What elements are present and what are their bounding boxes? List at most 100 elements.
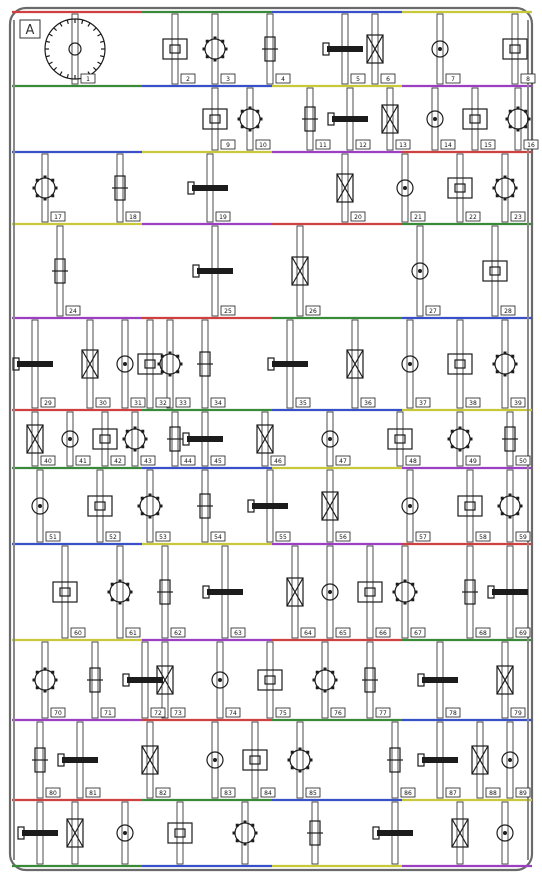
part-number-text: 45 — [214, 458, 222, 465]
part-number-text: 21 — [414, 214, 422, 221]
part-number: 37 — [415, 397, 431, 408]
part-number-box — [350, 211, 366, 222]
gate-stem — [501, 153, 509, 223]
part-shape — [321, 491, 339, 521]
gear-tooth — [43, 689, 47, 693]
bar-part — [422, 677, 458, 683]
gear-tooth — [495, 370, 499, 374]
cross-part — [336, 173, 354, 203]
part-number-box — [65, 305, 81, 316]
gear-tooth — [110, 598, 114, 602]
gear-tooth — [450, 429, 454, 433]
block-part-inset — [264, 675, 276, 685]
gear-tooth — [392, 590, 396, 594]
wheel-tick — [45, 55, 51, 58]
gear-tooth — [524, 109, 528, 113]
gear-tooth — [503, 197, 507, 201]
bar-part — [377, 830, 413, 836]
part-shape — [211, 671, 229, 689]
part-number-box — [50, 211, 66, 222]
round-part — [321, 430, 339, 448]
part-shape — [492, 351, 518, 377]
part-number-text: 82 — [159, 790, 167, 797]
gear-tooth — [403, 579, 407, 583]
part-number: 23 — [510, 211, 526, 222]
part-number-box — [500, 305, 516, 316]
gear-tooth — [156, 512, 160, 516]
part-number-text: 24 — [69, 308, 77, 315]
gear-tooth — [156, 496, 160, 500]
gear-tooth — [54, 186, 58, 190]
part-number-text: 11 — [319, 142, 327, 149]
gate-stem — [241, 801, 249, 865]
part-shape — [137, 353, 163, 375]
bar-part — [422, 757, 458, 763]
part-shape — [336, 173, 354, 203]
part-gate — [251, 721, 259, 799]
gate-stem — [146, 469, 154, 543]
part-number-text: 27 — [429, 308, 437, 315]
wheel-tick — [66, 73, 69, 79]
gear-tooth — [254, 831, 258, 835]
gate-stem — [41, 641, 49, 719]
part-shape — [457, 495, 483, 517]
gate-stem — [491, 225, 499, 317]
gate-stem — [396, 411, 404, 467]
gear-tooth — [500, 496, 504, 500]
gear-tooth — [514, 362, 518, 366]
part-number-text: 48 — [409, 458, 417, 465]
bar-part-end — [187, 181, 195, 195]
block-part — [447, 177, 473, 199]
sprue-frame — [8, 6, 534, 872]
gear-tooth — [51, 686, 55, 690]
part-gate — [396, 411, 404, 467]
part-shape — [81, 349, 99, 379]
part-number-text: 72 — [154, 710, 162, 717]
part-shape — [32, 175, 58, 201]
part-number-text: 33 — [179, 400, 187, 407]
bar-part — [197, 268, 233, 274]
gear-tooth — [516, 512, 520, 516]
part-shape — [501, 751, 519, 769]
part-number-text: 56 — [339, 534, 347, 541]
part-number-box — [215, 211, 231, 222]
part-shape — [287, 747, 313, 773]
part-shape — [447, 353, 473, 375]
part-number-box — [170, 627, 186, 638]
part-shape — [257, 669, 283, 691]
part-shape — [87, 667, 103, 693]
part-shape — [61, 430, 79, 448]
gear-tooth — [159, 504, 163, 508]
block-part — [137, 353, 163, 375]
part-gate — [296, 721, 304, 799]
part-number-box — [210, 397, 226, 408]
part-number-box — [465, 397, 481, 408]
gear-tooth — [511, 370, 515, 374]
round-part — [431, 40, 449, 58]
part-gate — [171, 13, 179, 85]
part-number: 76 — [330, 707, 346, 718]
part-number-box — [255, 139, 271, 150]
gear-tooth — [306, 766, 310, 770]
wheel-tick — [92, 27, 97, 32]
wheel-tick — [53, 66, 58, 71]
bar-part-end — [57, 753, 65, 767]
part-shape — [202, 585, 243, 599]
gate-stem — [246, 87, 254, 151]
part-number-box — [155, 531, 171, 542]
part-shape — [122, 426, 148, 452]
bar-part-end — [487, 585, 495, 599]
gear-tooth — [466, 445, 470, 449]
gear-tooth — [54, 678, 58, 682]
gate-stem — [211, 87, 219, 151]
gear-tooth — [148, 493, 152, 497]
part-number: 16 — [523, 139, 539, 150]
block-part-inset — [94, 501, 106, 511]
part-number: 1 — [80, 73, 96, 84]
part-number-box — [475, 531, 491, 542]
gear-tooth — [213, 58, 217, 62]
block-part — [447, 353, 473, 375]
cross-diagonal — [496, 665, 514, 695]
bar-part-end — [417, 673, 425, 687]
